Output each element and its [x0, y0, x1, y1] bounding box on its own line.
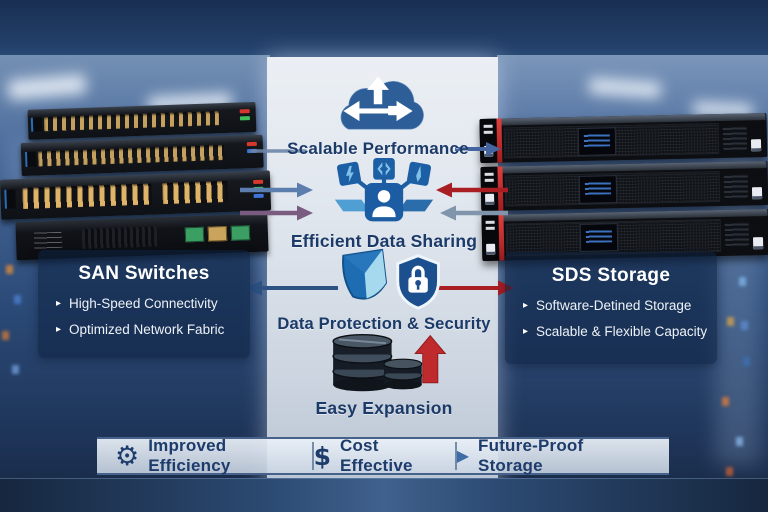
status-leds — [253, 179, 264, 198]
data-protection-security-label: Data Protection & Security — [277, 315, 491, 333]
ceiling-light — [588, 77, 662, 99]
list-item: ▸ Optimized Network Fabric — [38, 317, 250, 337]
easy-expansion-label: Easy Expansion — [315, 398, 453, 418]
switch-brand-tag — [24, 151, 37, 167]
status-display — [579, 223, 619, 252]
status-display — [578, 175, 618, 204]
benefit-label: Future-Proof Storage — [478, 436, 584, 475]
triangle-bullet-icon: ▸ — [523, 300, 529, 311]
triangle-bullet-icon: ▸ — [56, 298, 62, 309]
play-icon: ▶ — [456, 446, 470, 465]
divider — [454, 442, 457, 470]
status-leds — [239, 108, 251, 121]
switch-ports — [43, 110, 220, 132]
sds-storage-panel: SDS Storage ▸ Software-Detined Storage ▸… — [505, 252, 717, 364]
vent-grille — [723, 173, 749, 198]
switch-ports — [21, 183, 153, 210]
port-modules — [185, 224, 251, 243]
benefit-label: Cost Effective — [339, 436, 413, 475]
switch-ports — [162, 180, 228, 205]
efficient-data-sharing-label: Efficient Data Sharing — [290, 231, 478, 251]
rack-led-bokeh — [6, 265, 13, 274]
list-item-label: Software-Detined Storage — [536, 298, 692, 313]
switch-ports — [37, 144, 225, 167]
san-switch-unit — [0, 170, 272, 220]
list-item: ▸ Scalable & Flexible Capacity — [505, 319, 717, 339]
list-item: ▸ Software-Detined Storage — [505, 293, 717, 313]
list-item-label: Optimized Network Fabric — [69, 322, 225, 337]
benefits-bar: ⚙ Improved Efficiency $ Cost Effective ▶… — [97, 436, 669, 476]
status-leds — [246, 142, 258, 154]
gear-icon: ⚙ — [115, 440, 140, 472]
san-switch-unit — [20, 134, 264, 177]
benefit-improved-efficiency: ⚙ Improved Efficiency — [115, 436, 312, 476]
vendor-logo — [752, 237, 764, 250]
vendor-logo — [750, 139, 762, 152]
faceplate-text — [33, 232, 62, 250]
storage-unit — [480, 161, 768, 212]
list-item-label: Scalable & Flexible Capacity — [536, 324, 708, 339]
vent-grille — [81, 226, 158, 249]
storage-unit — [479, 113, 768, 164]
scalable-performance-label: Scalable Performance — [287, 139, 469, 158]
vendor-logo — [485, 193, 495, 205]
san-switch-stack-image — [0, 93, 281, 265]
dollar-icon: $ — [313, 441, 331, 471]
benefit-future-proof-storage: ▶ Future-Proof Storage — [457, 436, 651, 476]
list-item-label: High-Speed Connectivity — [69, 296, 218, 311]
san-switches-title: SAN Switches — [78, 263, 210, 284]
triangle-bullet-icon: ▸ — [56, 324, 62, 335]
benefit-label: Improved Efficiency — [148, 436, 231, 475]
triangle-bullet-icon: ▸ — [523, 326, 529, 337]
sds-storage-title: SDS Storage — [551, 265, 671, 286]
san-switch-unit — [27, 101, 257, 140]
vent-grille — [722, 125, 748, 150]
vent-grille — [724, 221, 750, 246]
switch-brand-tag — [31, 117, 43, 132]
list-item: ▸ High-Speed Connectivity — [38, 291, 250, 311]
vendor-logo — [751, 187, 763, 200]
san-switches-panel: SAN Switches ▸ High-Speed Connectivity ▸… — [38, 250, 250, 358]
switch-brand-tag — [4, 189, 16, 209]
sds-storage-stack-image — [479, 109, 768, 273]
floor-strip — [0, 478, 768, 512]
benefit-cost-effective: $ Cost Effective — [314, 436, 455, 476]
red-accent-stripe — [497, 166, 504, 211]
status-display — [577, 127, 617, 156]
ceiling-light — [7, 73, 87, 101]
divider — [311, 442, 314, 470]
